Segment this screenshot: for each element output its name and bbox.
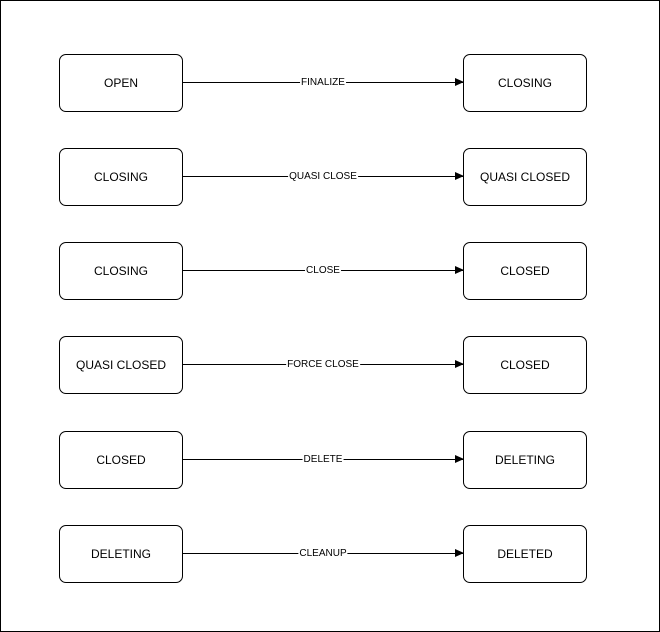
transition-label: CLOSE [305,264,341,277]
transition-row: CLOSED DELETE DELETING [1,431,659,489]
state-box-target: CLOSED [463,242,587,300]
state-box-target: QUASI CLOSED [463,148,587,206]
transition-label: CLEANUP [298,547,348,560]
transition-row: QUASI CLOSED FORCE CLOSE CLOSED [1,336,659,394]
transition-row: OPEN FINALIZE CLOSING [1,54,659,112]
state-box-source: OPEN [59,54,183,112]
state-box-source: CLOSING [59,242,183,300]
state-box-source: CLOSED [59,431,183,489]
state-box-target: DELETING [463,431,587,489]
transition-label: QUASI CLOSE [288,170,358,183]
arrowhead-icon [455,360,464,368]
arrowhead-icon [455,172,464,180]
arrowhead-icon [455,455,464,463]
arrowhead-icon [455,78,464,86]
transition-row: DELETING CLEANUP DELETED [1,525,659,583]
transition-arrow: CLOSE [183,264,464,277]
state-box-target: CLOSED [463,336,587,394]
transition-arrow: CLEANUP [183,547,464,560]
state-box-target: DELETED [463,525,587,583]
transition-arrow: FINALIZE [183,76,464,89]
state-box-source: DELETING [59,525,183,583]
state-box-source: QUASI CLOSED [59,336,183,394]
transition-arrow: FORCE CLOSE [183,358,464,371]
arrowhead-icon [455,266,464,274]
transition-row: CLOSING CLOSE CLOSED [1,242,659,300]
transition-arrow: DELETE [183,453,464,466]
transition-label: FORCE CLOSE [286,358,360,371]
transition-arrow: QUASI CLOSE [183,170,464,183]
state-box-source: CLOSING [59,148,183,206]
state-box-target: CLOSING [463,54,587,112]
transition-label: FINALIZE [300,76,346,89]
transition-row: CLOSING QUASI CLOSE QUASI CLOSED [1,148,659,206]
transition-label: DELETE [302,453,344,466]
arrowhead-icon [455,549,464,557]
